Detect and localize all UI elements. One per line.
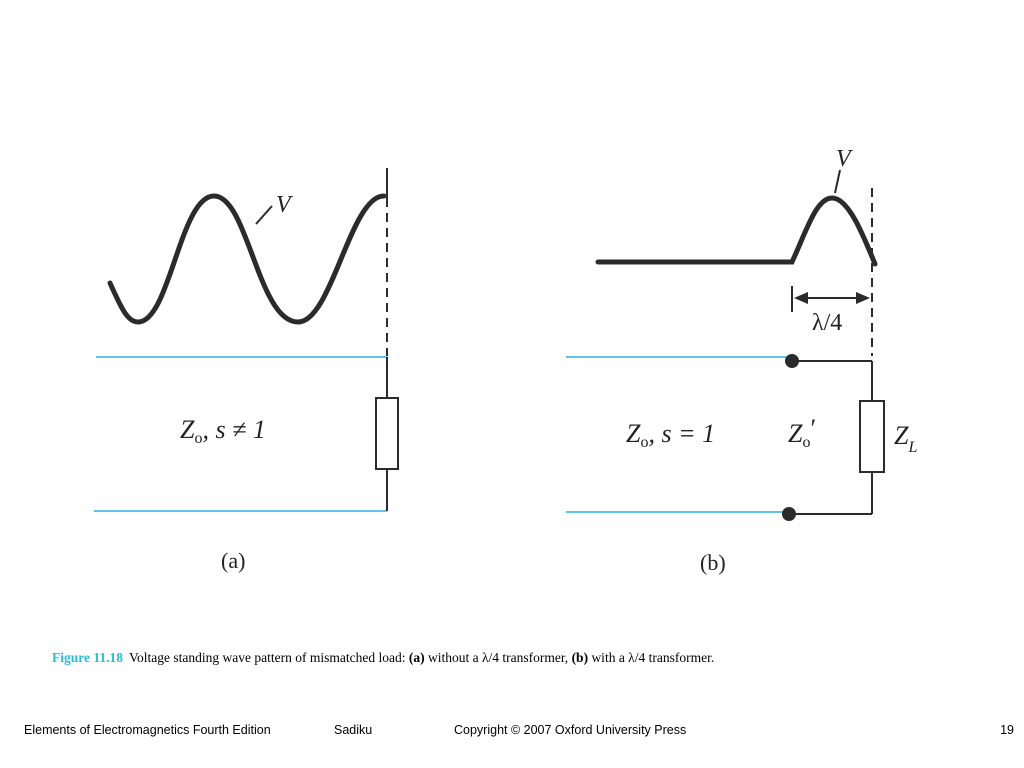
voltage-label-b: V: [836, 146, 853, 172]
load-resistor-b: [859, 400, 885, 473]
line-label-b: Zo, s = 1: [626, 419, 715, 451]
footer-page-number: 19: [1000, 723, 1014, 737]
panel-label-b: (b): [700, 550, 726, 575]
caption-text-3: with a λ/4 transformer.: [588, 650, 715, 665]
caption-text-1: Voltage standing wave pattern of mismatc…: [129, 650, 409, 665]
standing-wave-a: [107, 193, 387, 325]
panel-label-a: (a): [221, 548, 245, 573]
figure-caption: Figure 11.18 Voltage standing wave patter…: [52, 650, 992, 666]
caption-b-label: (b): [571, 650, 589, 665]
voltage-pointer-b: [834, 169, 841, 194]
load-resistor-a: [375, 397, 399, 470]
junction-dot-bottom: [782, 507, 796, 521]
quarter-wave-arrowhead-right: [856, 292, 870, 304]
line-label-a: Zo, s ≠ 1: [180, 415, 266, 447]
voltage-pointer-a: [255, 205, 273, 225]
voltage-label-a: V: [276, 192, 293, 218]
load-label: ZL: [894, 421, 917, 456]
quarter-wave-arrowhead-left: [794, 292, 808, 304]
footer-book-title: Elements of Electromagnetics Fourth Edit…: [24, 723, 271, 737]
standing-wave-b: [595, 195, 878, 267]
figure-diagram: V Zo, s ≠ 1 (a) V λ/4 Zo, s = 1: [94, 146, 917, 575]
footer-copyright: Copyright © 2007 Oxford University Press: [454, 723, 687, 737]
panel-b: V λ/4 Zo, s = 1 Zo′ ZL (b): [566, 146, 917, 575]
quarter-wave-label: λ/4: [812, 310, 842, 336]
caption-text-2: without a λ/4 transformer,: [424, 650, 572, 665]
panel-a: V Zo, s ≠ 1 (a): [94, 168, 399, 573]
transformer-label: Zo′: [788, 414, 816, 451]
junction-dot-top: [785, 354, 799, 368]
footer-author: Sadiku: [334, 723, 373, 737]
caption-a-label: (a): [408, 650, 425, 665]
figure-number: Figure 11.18: [52, 650, 124, 665]
